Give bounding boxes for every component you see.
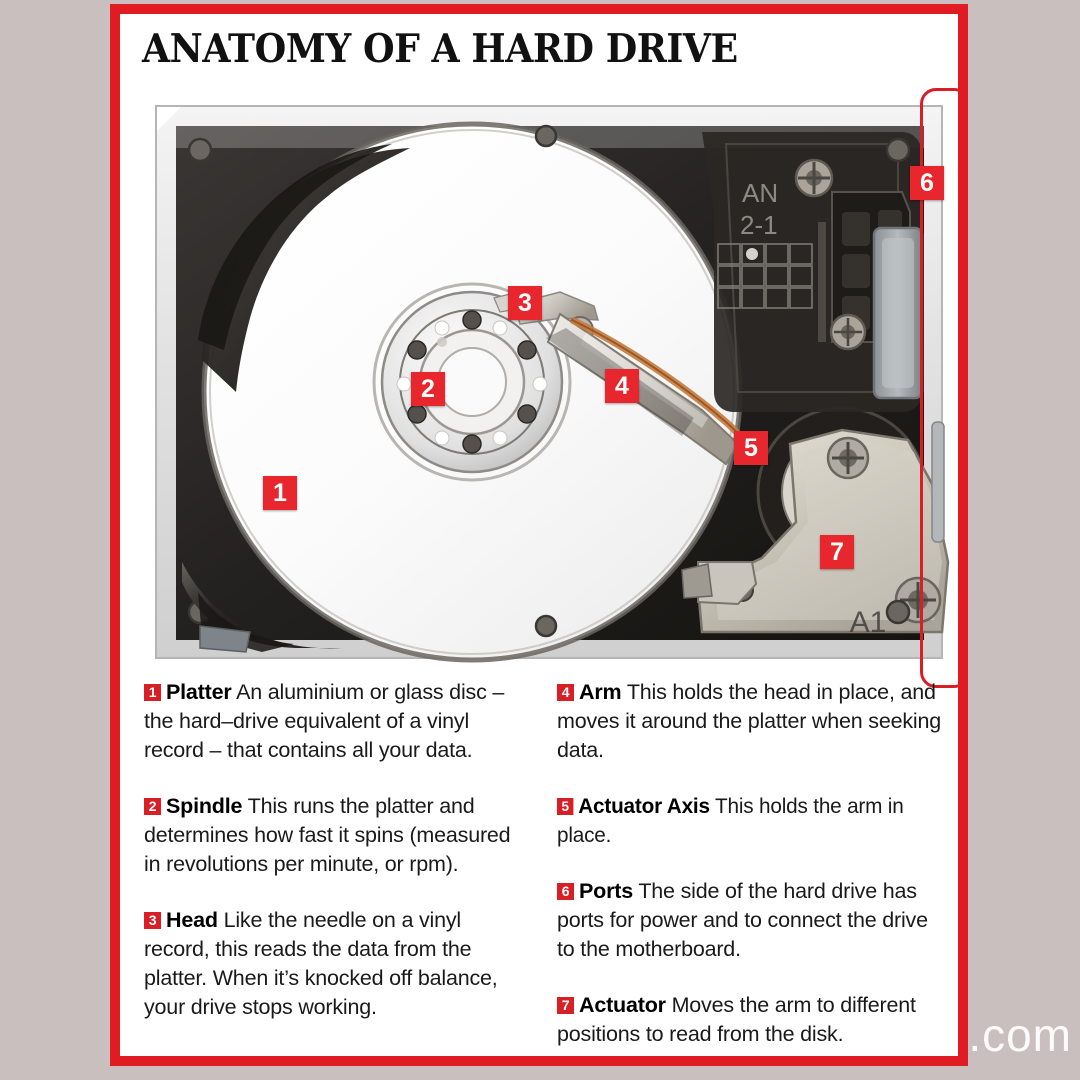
caption-text-5: This holds the arm in place. [557, 794, 904, 847]
caption-badge-5: 5 [557, 798, 574, 815]
caption-term-4: Arm [579, 680, 622, 704]
marking-a1: A1 [850, 606, 887, 639]
marking-an: AN [742, 178, 778, 208]
watermark: .com [968, 1009, 1072, 1061]
caption-badge-6: 6 [557, 883, 574, 900]
caption-term-6: Ports [579, 879, 633, 903]
page-title: ANATOMY OF A HARD DRIVE [142, 26, 738, 72]
caption-column-right: 4 Arm This holds the head in place, and m… [539, 678, 958, 1056]
caption-text-2: This runs the platter and determines how… [144, 794, 511, 876]
callout-badge-2[interactable]: 2 [411, 372, 445, 406]
callout-badge-7[interactable]: 7 [820, 535, 854, 569]
marking-2-1: 2-1 [740, 210, 778, 240]
poster-paper: ANATOMY OF A HARD DRIVE [120, 14, 958, 1056]
poster-frame: ANATOMY OF A HARD DRIVE [110, 4, 968, 1066]
caption-text-6: The side of the hard drive has ports for… [557, 879, 928, 961]
caption-entry-2: 2 Spindle This runs the platter and deter… [144, 792, 527, 879]
caption-entry-7: 7 Actuator Moves the arm to different pos… [557, 991, 944, 1049]
caption-grid: 1 Platter An aluminium or glass disc – th… [120, 678, 958, 1056]
caption-term-1: Platter [166, 680, 232, 704]
ports-highlight-box [920, 88, 958, 688]
callout-badge-1[interactable]: 1 [263, 476, 297, 510]
caption-term-2: Spindle [166, 794, 243, 818]
caption-entry-4: 4 Arm This holds the head in place, and m… [557, 678, 944, 765]
caption-entry-6: 6 Ports The side of the hard drive has po… [557, 877, 944, 964]
caption-text-1: An aluminium or glass disc – the hard–dr… [144, 680, 505, 762]
callout-badge-6[interactable]: 6 [910, 166, 944, 200]
caption-term-5: Actuator Axis [578, 794, 710, 818]
callout-badge-3[interactable]: 3 [508, 286, 542, 320]
caption-badge-4: 4 [557, 684, 574, 701]
caption-term-7: Actuator [579, 993, 666, 1017]
caption-text-4: This holds the head in place, and moves … [557, 680, 942, 762]
caption-text-3: Like the needle on a vinyl record, this … [144, 908, 498, 1019]
caption-entry-1: 1 Platter An aluminium or glass disc – th… [144, 678, 527, 765]
caption-term-3: Head [166, 908, 218, 932]
caption-column-left: 1 Platter An aluminium or glass disc – th… [120, 678, 539, 1056]
caption-badge-2: 2 [144, 798, 161, 815]
callout-badge-5[interactable]: 5 [734, 431, 768, 465]
hard-drive-photo: A1 AN 2-1 [142, 88, 958, 688]
caption-text-7: Moves the arm to different positions to … [557, 993, 916, 1046]
caption-badge-7: 7 [557, 997, 574, 1014]
callout-badge-4[interactable]: 4 [605, 369, 639, 403]
hard-drive-illustration: A1 AN 2-1 [142, 92, 956, 670]
caption-badge-1: 1 [144, 684, 161, 701]
caption-entry-3: 3 Head Like the needle on a vinyl record,… [144, 906, 527, 1022]
caption-badge-3: 3 [144, 912, 161, 929]
